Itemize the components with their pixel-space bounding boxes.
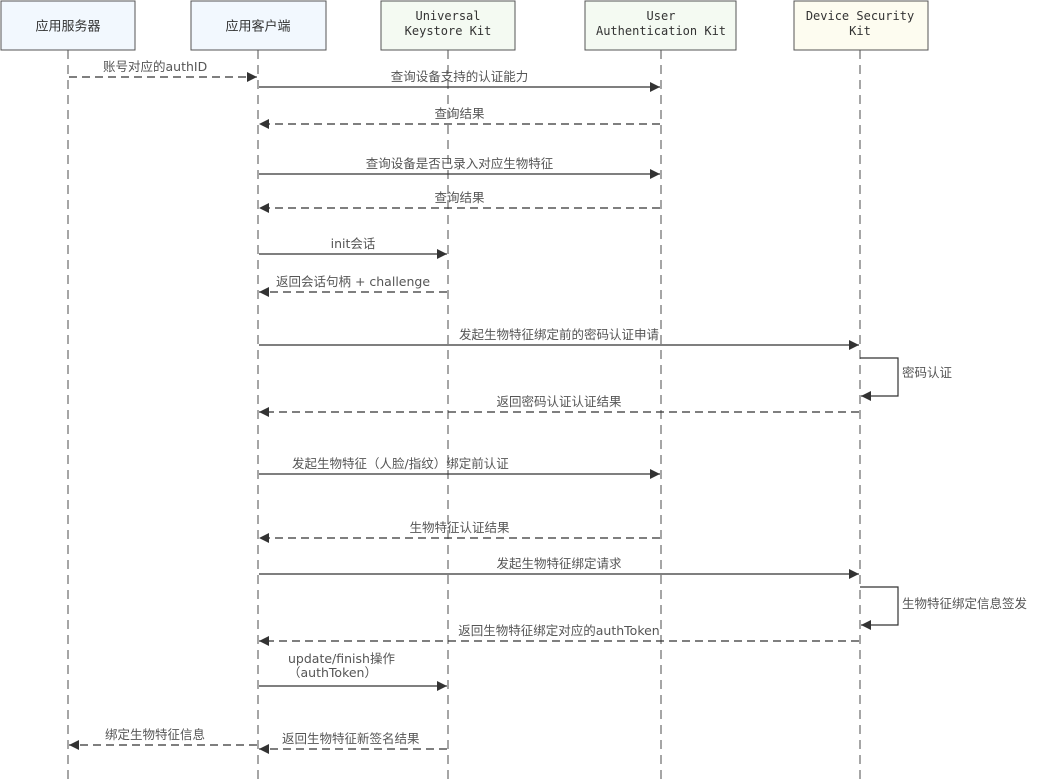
participant-box [584,0,737,51]
message-label: 发起生物特征绑定前的密码认证申请 [459,327,659,342]
message-label: 密码认证 [902,365,953,380]
message: 发起生物特征绑定请求 [259,556,859,579]
message-label: 返回密码认证认证结果 [496,394,622,409]
participant-label: Authentication Kit [596,24,726,38]
message: 发起生物特征绑定前的密码认证申请 [259,327,859,350]
message: 返回生物特征绑定对应的authToken [259,623,859,646]
participant-label: Keystore Kit [405,24,492,38]
message: 返回生物特征新签名结果 [259,731,447,754]
participant-label: Universal [415,9,480,23]
messages: 账号对应的authID查询设备支持的认证能力查询结果查询设备是否已录入对应生物特… [69,59,1028,754]
participant-box [0,0,136,51]
message: 查询设备支持的认证能力 [259,69,660,92]
message-label: init会话 [331,236,376,251]
message-label: （authToken） [288,665,377,680]
message-label: 生物特征绑定信息签发 [902,596,1028,611]
participant-app_client: 应用客户端 [190,0,327,51]
message-label: update/finish操作 [288,651,395,666]
participant-label: Kit [849,24,871,38]
message-label: 查询结果 [434,190,485,205]
participant-app_server: 应用服务器 [0,0,136,51]
message: 查询设备是否已录入对应生物特征 [259,156,660,179]
message-label: 账号对应的authID [103,59,207,74]
message: update/finish操作（authToken） [259,651,447,691]
message-label: 生物特征认证结果 [409,520,510,535]
message: 查询结果 [259,106,660,129]
participant-label: Device Security [806,9,914,23]
message-label: 发起生物特征绑定请求 [496,556,622,571]
message-label: 发起生物特征（人脸/指纹）绑定前认证 [292,456,509,471]
message-label: 返回生物特征新签名结果 [282,731,420,746]
message-label: 查询结果 [434,106,485,121]
participant-box [190,0,327,51]
message: init会话 [259,236,447,259]
message: 绑定生物特征信息 [69,727,257,750]
message: 返回会话句柄 + challenge [259,274,447,297]
self-message-arrow [860,357,899,401]
participant-label: 应用客户端 [225,19,290,35]
lifelines [67,50,861,784]
participant-label: 应用服务器 [35,19,100,35]
message-label: 返回生物特征绑定对应的authToken [458,623,659,638]
participant-label: User [647,9,676,23]
participant-box [380,0,516,51]
message-label: 返回会话句柄 + challenge [276,274,430,289]
message-label: 绑定生物特征信息 [105,727,205,742]
self-message: 生物特征绑定信息签发 [860,586,1028,630]
message-label: 查询设备是否已录入对应生物特征 [366,156,554,171]
message: 查询结果 [259,190,660,213]
message: 返回密码认证认证结果 [259,394,859,417]
message-label: 查询设备支持的认证能力 [391,69,529,84]
self-message: 密码认证 [860,357,953,401]
participant-box [793,0,929,51]
message: 生物特征认证结果 [259,520,660,543]
message: 发起生物特征（人脸/指纹）绑定前认证 [259,456,660,479]
message: 账号对应的authID [69,59,257,82]
self-message-arrow [860,586,899,630]
